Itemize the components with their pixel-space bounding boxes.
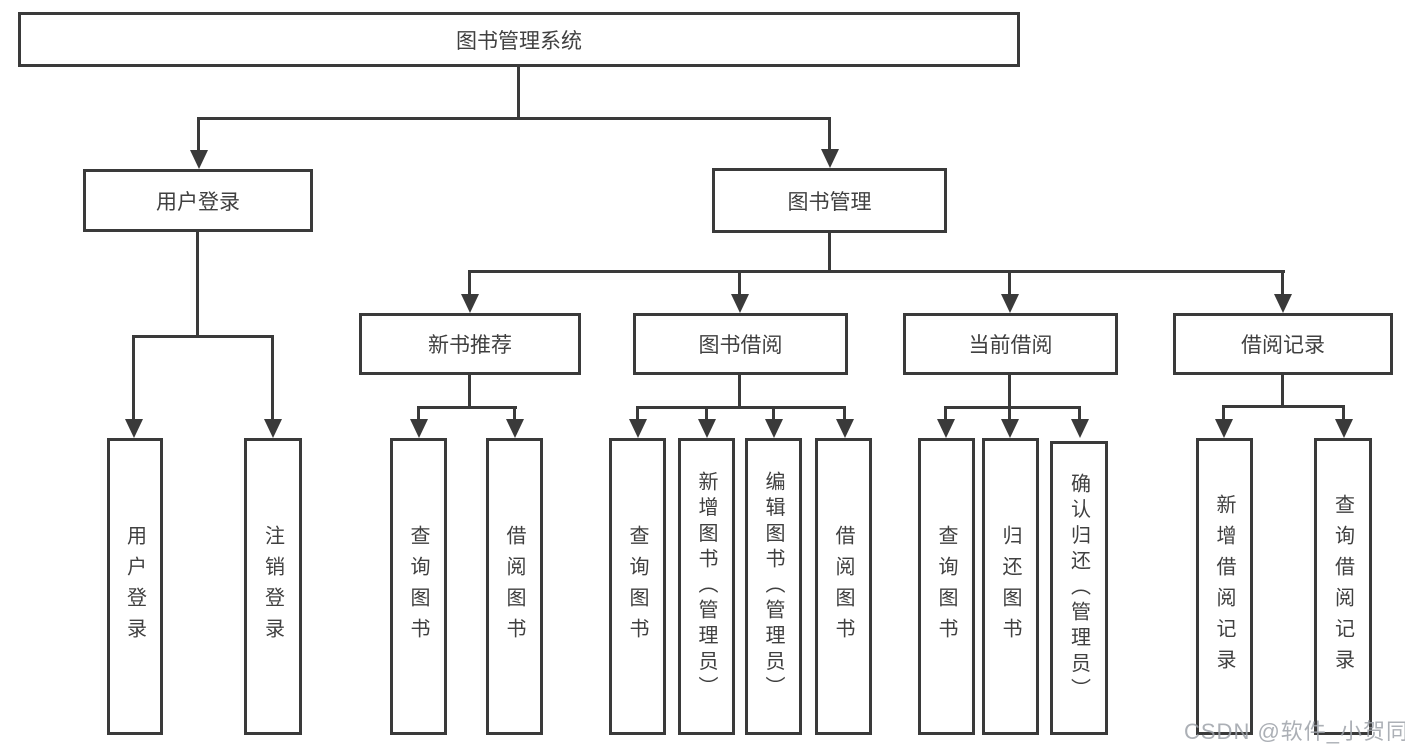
connector-new-book-rail	[417, 406, 517, 409]
connector-root-rail	[197, 117, 831, 120]
node-label: 借阅图书	[503, 524, 525, 649]
node-book-borrow: 图书借阅	[633, 313, 848, 375]
arrow-to-newbook-query	[417, 407, 420, 419]
node-label: 图书管理	[787, 190, 872, 214]
node-label: 借阅记录	[1241, 334, 1325, 357]
node-label: 查询借阅记录	[1331, 493, 1354, 680]
node-label: 查询图书	[407, 524, 429, 649]
node-book-management: 图书管理	[712, 168, 947, 233]
leaf-user-login: 用户登录	[107, 438, 163, 735]
node-current-borrow: 当前借阅	[903, 313, 1118, 375]
connector-book-borrow-stem	[738, 375, 741, 408]
leaf-records-add: 新增借阅记录	[1196, 438, 1253, 735]
connector-borrow-records-stem	[1281, 375, 1284, 407]
arrow-to-current-return	[1008, 407, 1011, 419]
node-label: 查询图书	[935, 524, 957, 649]
node-label: 用户登录	[156, 190, 240, 214]
arrow-to-leaf-logout	[271, 336, 274, 419]
connector-root-stem	[517, 67, 520, 120]
leaf-records-query: 查询借阅记录	[1314, 438, 1372, 735]
connector-borrow-records-rail	[1222, 405, 1345, 408]
node-label: 新书推荐	[428, 334, 512, 357]
node-new-book-recommend: 新书推荐	[359, 313, 581, 375]
connector-new-book-stem	[468, 375, 471, 408]
arrow-to-current-query	[944, 407, 947, 419]
node-library-management-system: 图书管理系统	[18, 12, 1020, 67]
connector-current-borrow-stem	[1008, 375, 1011, 408]
arrow-to-current-confirm	[1078, 407, 1081, 419]
arrow-to-new-book-recommend	[468, 271, 471, 294]
node-label: 查询图书	[626, 524, 648, 649]
leaf-borrow-edit-admin: 编辑图书（管理员）	[745, 438, 802, 735]
leaf-logout: 注销登录	[244, 438, 302, 735]
arrow-to-book-management	[828, 118, 831, 149]
node-label: 新增图书（管理员）	[695, 471, 717, 702]
node-label: 借阅图书	[832, 524, 854, 649]
node-user-login: 用户登录	[83, 169, 313, 232]
leaf-newbook-query: 查询图书	[390, 438, 447, 735]
arrow-to-newbook-borrow	[513, 407, 516, 419]
connector-book-management-rail	[468, 270, 1285, 273]
csdn-watermark: CSDN @软件_小贺同学	[1184, 719, 1405, 744]
connector-book-management-stem	[828, 233, 831, 272]
arrow-to-borrow-edit	[772, 407, 775, 419]
node-label: 当前借阅	[968, 334, 1053, 357]
node-label: 图书借阅	[698, 334, 783, 357]
leaf-newbook-borrow: 借阅图书	[486, 438, 543, 735]
arrow-to-user-login	[197, 118, 200, 150]
arrow-to-borrow-records	[1281, 271, 1284, 294]
node-label: 用户登录	[123, 524, 146, 649]
leaf-borrow-borrow: 借阅图书	[815, 438, 872, 735]
connector-user-login-stem	[196, 232, 199, 336]
arrow-to-records-query	[1342, 406, 1345, 419]
arrow-to-records-add	[1222, 406, 1225, 419]
leaf-borrow-query: 查询图书	[609, 438, 666, 735]
leaf-borrow-add-admin: 新增图书（管理员）	[678, 438, 735, 735]
arrow-to-book-borrow	[738, 271, 741, 294]
leaf-current-query: 查询图书	[918, 438, 975, 735]
arrow-to-borrow-query	[636, 407, 639, 419]
node-label: 注销登录	[261, 524, 284, 649]
arrow-to-leaf-user-login	[132, 336, 135, 419]
node-borrow-records: 借阅记录	[1173, 313, 1393, 375]
connector-book-borrow-rail	[636, 406, 846, 409]
leaf-current-confirm-admin: 确认归还（管理员）	[1050, 441, 1108, 735]
arrow-to-borrow-borrow	[843, 407, 846, 419]
arrow-to-current-borrow	[1008, 271, 1011, 294]
node-label: 确认归还（管理员）	[1067, 472, 1090, 704]
arrow-to-borrow-add	[705, 407, 708, 419]
node-label: 归还图书	[999, 524, 1021, 649]
connector-user-login-rail	[132, 335, 274, 338]
connector-current-borrow-rail	[944, 406, 1081, 409]
node-label: 编辑图书（管理员）	[762, 471, 784, 702]
leaf-current-return: 归还图书	[982, 438, 1039, 735]
node-label: 新增借阅记录	[1213, 493, 1235, 680]
node-label: 图书管理系统	[456, 29, 582, 53]
